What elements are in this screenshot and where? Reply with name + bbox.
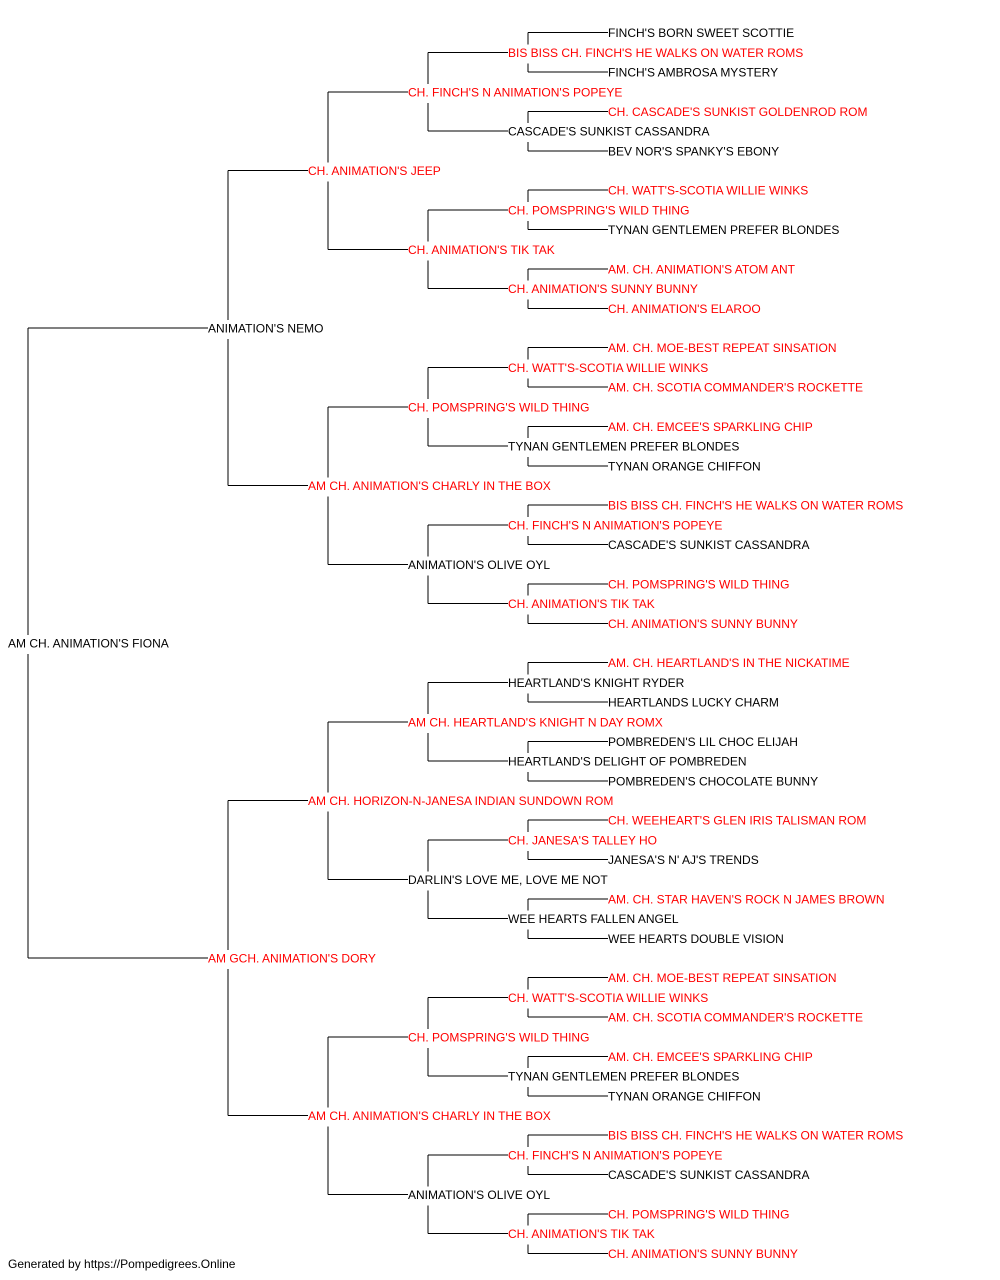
pedigree-entry-sire-sire-dam-sire-dam: TYNAN GENTLEMEN PREFER BLONDES	[608, 223, 839, 237]
pedigree-entry-sire-sire-dam-sire: CH. POMSPRING'S WILD THING	[508, 203, 689, 217]
pedigree-entry-dam-dam: AM CH. ANIMATION'S CHARLY IN THE BOX	[308, 1109, 551, 1123]
pedigree-entry-dam-sire-sire-dam-dam: POMBREDEN'S CHOCOLATE BUNNY	[608, 774, 818, 788]
pedigree-entry-dam-sire-sire: AM CH. HEARTLAND'S KNIGHT N DAY ROMX	[408, 715, 663, 729]
pedigree-entry-sire-sire-sire-dam-dam: BEV NOR'S SPANKY'S EBONY	[608, 144, 779, 158]
pedigree-entry-dam-dam-dam-sire-sire: BIS BISS CH. FINCH'S HE WALKS ON WATER R…	[608, 1129, 903, 1143]
pedigree-entry-sire-sire-sire-sire-dam: FINCH'S AMBROSA MYSTERY	[608, 66, 778, 80]
pedigree-entry-sire-dam-sire-dam-sire: AM. CH. EMCEE'S SPARKLING CHIP	[608, 420, 813, 434]
pedigree-entry-sire-sire-dam-dam-dam: CH. ANIMATION'S ELAROO	[608, 302, 761, 316]
pedigree-entry-dam-dam-dam-dam-dam: CH. ANIMATION'S SUNNY BUNNY	[608, 1247, 798, 1261]
pedigree-entry-dam-sire-dam-dam-sire: AM. CH. STAR HAVEN'S ROCK N JAMES BROWN	[608, 892, 885, 906]
pedigree-entry-sire-dam: AM CH. ANIMATION'S CHARLY IN THE BOX	[308, 479, 551, 493]
footer-generated-by: Generated by https://Pompedigrees.Online	[8, 1257, 236, 1271]
pedigree-entry-sire: ANIMATION'S NEMO	[208, 322, 323, 336]
pedigree-entry-sire-sire-sire-sire: BIS BISS CH. FINCH'S HE WALKS ON WATER R…	[508, 46, 803, 60]
pedigree-entry-dam-sire-dam-sire: CH. JANESA'S TALLEY HO	[508, 833, 657, 847]
pedigree-entry-dam-dam-sire-dam-dam: TYNAN ORANGE CHIFFON	[608, 1089, 761, 1103]
pedigree-entry-sire-sire-sire-dam-sire: CH. CASCADE'S SUNKIST GOLDENROD ROM	[608, 105, 867, 119]
pedigree-entry-dam-sire-sire-sire-dam: HEARTLANDS LUCKY CHARM	[608, 696, 779, 710]
pedigree-entry-sire-dam-sire-sire: CH. WATT'S-SCOTIA WILLIE WINKS	[508, 361, 708, 375]
pedigree-entry-dam-dam-dam-sire: CH. FINCH'S N ANIMATION'S POPEYE	[508, 1148, 722, 1162]
pedigree-entry-dam-dam-dam-sire-dam: CASCADE'S SUNKIST CASSANDRA	[608, 1168, 809, 1182]
pedigree-entry-sire-dam-dam-sire-sire: BIS BISS CH. FINCH'S HE WALKS ON WATER R…	[608, 499, 903, 513]
pedigree-entry-sire-sire-dam: CH. ANIMATION'S TIK TAK	[408, 243, 555, 257]
pedigree-entry-sire-dam-sire-sire-sire: AM. CH. MOE-BEST REPEAT SINSATION	[608, 341, 836, 355]
pedigree-entry-dam-dam-sire-sire-sire: AM. CH. MOE-BEST REPEAT SINSATION	[608, 971, 836, 985]
pedigree-entry-sire-sire-dam-sire-sire: CH. WATT'S-SCOTIA WILLIE WINKS	[608, 184, 808, 198]
pedigree-entry-sire-sire-sire-sire-sire: FINCH'S BORN SWEET SCOTTIE	[608, 26, 794, 40]
pedigree-entry-sire-dam-sire: CH. POMSPRING'S WILD THING	[408, 400, 589, 414]
pedigree-entry-dam-sire-dam-dam-dam: WEE HEARTS DOUBLE VISION	[608, 932, 784, 946]
pedigree-entry-dam-dam-dam-dam: CH. ANIMATION'S TIK TAK	[508, 1227, 655, 1241]
pedigree-entry-dam-sire-dam-dam: WEE HEARTS FALLEN ANGEL	[508, 912, 679, 926]
pedigree-entry-sire-dam-dam-dam: CH. ANIMATION'S TIK TAK	[508, 597, 655, 611]
pedigree-entry-dam-dam-sire-dam-sire: AM. CH. EMCEE'S SPARKLING CHIP	[608, 1050, 813, 1064]
pedigree-entry-dam-sire: AM CH. HORIZON-N-JANESA INDIAN SUNDOWN R…	[308, 794, 613, 808]
pedigree-entry-subject: AM CH. ANIMATION'S FIONA	[8, 637, 169, 651]
pedigree-entry-dam-dam-dam: ANIMATION'S OLIVE OYL	[408, 1188, 550, 1202]
pedigree-entry-dam-sire-dam-sire-dam: JANESA'S N' AJ'S TRENDS	[608, 853, 759, 867]
pedigree-entry-sire-sire-sire-dam: CASCADE'S SUNKIST CASSANDRA	[508, 125, 709, 139]
pedigree-entry-sire-sire-dam-dam: CH. ANIMATION'S SUNNY BUNNY	[508, 282, 698, 296]
pedigree-entry-sire-dam-dam-sire: CH. FINCH'S N ANIMATION'S POPEYE	[508, 518, 722, 532]
pedigree-entry-dam-sire-dam: DARLIN'S LOVE ME, LOVE ME NOT	[408, 873, 608, 887]
pedigree-entry-sire-dam-dam: ANIMATION'S OLIVE OYL	[408, 558, 550, 572]
pedigree-entry-dam: AM GCH. ANIMATION'S DORY	[208, 952, 376, 966]
pedigree-entry-dam-dam-sire-sire-dam: AM. CH. SCOTIA COMMANDER'S ROCKETTE	[608, 1011, 863, 1025]
pedigree-entry-sire-dam-dam-dam-dam: CH. ANIMATION'S SUNNY BUNNY	[608, 617, 798, 631]
pedigree-entry-sire-dam-dam-sire-dam: CASCADE'S SUNKIST CASSANDRA	[608, 538, 809, 552]
pedigree-entry-dam-dam-sire-sire: CH. WATT'S-SCOTIA WILLIE WINKS	[508, 991, 708, 1005]
pedigree-entry-sire-dam-sire-dam-dam: TYNAN ORANGE CHIFFON	[608, 459, 761, 473]
pedigree-entry-sire-dam-sire-dam: TYNAN GENTLEMEN PREFER BLONDES	[508, 440, 739, 454]
pedigree-entry-dam-dam-sire-dam: TYNAN GENTLEMEN PREFER BLONDES	[508, 1070, 739, 1084]
pedigree-entry-sire-dam-dam-dam-sire: CH. POMSPRING'S WILD THING	[608, 577, 789, 591]
pedigree-entry-dam-dam-sire: CH. POMSPRING'S WILD THING	[408, 1030, 589, 1044]
pedigree-entry-sire-sire: CH. ANIMATION'S JEEP	[308, 164, 441, 178]
pedigree-entry-dam-sire-sire-dam-sire: POMBREDEN'S LIL CHOC ELIJAH	[608, 735, 798, 749]
pedigree-entry-sire-sire-dam-dam-sire: AM. CH. ANIMATION'S ATOM ANT	[608, 262, 796, 276]
pedigree-entry-dam-sire-sire-sire: HEARTLAND'S KNIGHT RYDER	[508, 676, 685, 690]
pedigree-entry-dam-sire-dam-sire-sire: CH. WEEHEART'S GLEN IRIS TALISMAN ROM	[608, 814, 866, 828]
pedigree-entry-dam-sire-sire-dam: HEARTLAND'S DELIGHT OF POMBREDEN	[508, 755, 747, 769]
pedigree-entry-dam-sire-sire-sire-sire: AM. CH. HEARTLAND'S IN THE NICKATIME	[608, 656, 850, 670]
pedigree-entry-dam-dam-dam-dam-sire: CH. POMSPRING'S WILD THING	[608, 1207, 789, 1221]
pedigree-entry-sire-sire-sire: CH. FINCH'S N ANIMATION'S POPEYE	[408, 85, 622, 99]
pedigree-entry-sire-dam-sire-sire-dam: AM. CH. SCOTIA COMMANDER'S ROCKETTE	[608, 381, 863, 395]
